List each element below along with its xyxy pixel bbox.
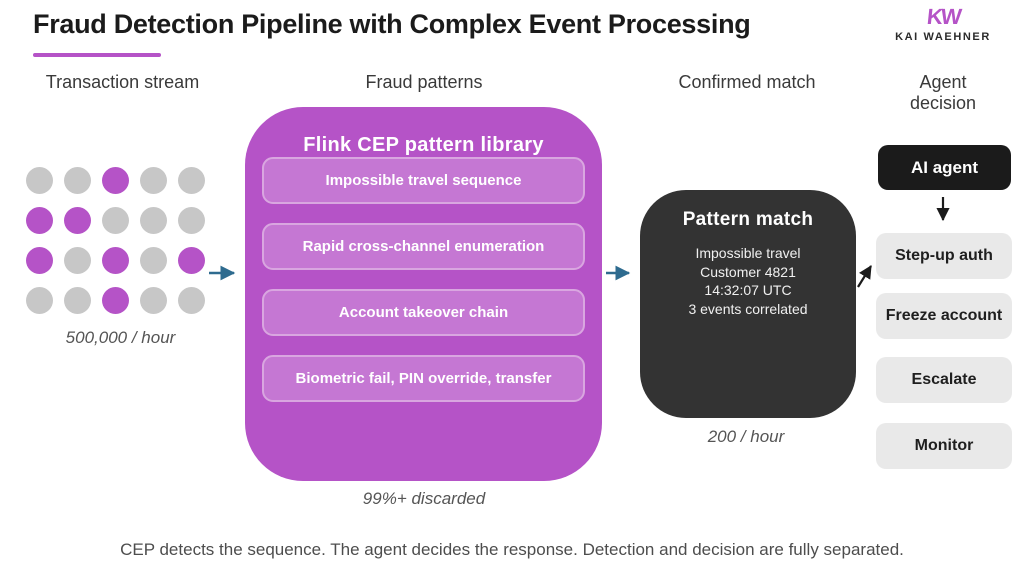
transaction-dot xyxy=(178,167,205,194)
pattern-item-cross-channel: Rapid cross-channel enumeration xyxy=(262,223,585,270)
flagged-transaction-dot xyxy=(102,287,129,314)
column-label-confirmed-match: Confirmed match xyxy=(678,72,816,92)
action-step-up-auth: Step-up auth xyxy=(876,233,1012,279)
flagged-transaction-dot xyxy=(26,247,53,274)
flagged-transaction-dot xyxy=(26,207,53,234)
logo-name: KAI WAEHNER xyxy=(895,31,991,43)
flagged-transaction-dot xyxy=(178,247,205,274)
pattern-match-details: Impossible travel Customer 4821 14:32:07… xyxy=(640,244,856,318)
pattern-library-title: Flink CEP pattern library xyxy=(303,134,544,156)
pattern-match-box: Pattern match Impossible travel Customer… xyxy=(640,190,856,418)
flagged-transaction-dot xyxy=(64,207,91,234)
action-monitor: Monitor xyxy=(876,423,1012,469)
footer-caption: CEP detects the sequence. The agent deci… xyxy=(120,540,904,559)
transaction-dot xyxy=(26,287,53,314)
transaction-dot xyxy=(102,207,129,234)
transaction-dot xyxy=(64,167,91,194)
transaction-dot xyxy=(140,207,167,234)
transaction-dot xyxy=(140,287,167,314)
kw-monogram-icon: KW xyxy=(925,4,961,29)
discard-rate-label: 99%+ discarded xyxy=(362,489,486,508)
pattern-match-title: Pattern match xyxy=(682,209,814,230)
transaction-dot xyxy=(140,247,167,274)
match-rate-label: 200 / hour xyxy=(707,427,785,446)
pattern-item-biometric-fail: Biometric fail, PIN override, transfer xyxy=(262,355,585,402)
match-detail-timestamp: 14:32:07 UTC xyxy=(704,282,792,298)
transaction-dot xyxy=(140,167,167,194)
flagged-transaction-dot xyxy=(102,247,129,274)
transaction-dot xyxy=(178,207,205,234)
transaction-dot xyxy=(178,287,205,314)
flink-cep-pattern-library-box: Flink CEP pattern library Impossible tra… xyxy=(245,107,602,481)
action-escalate: Escalate xyxy=(876,357,1012,403)
pattern-item-impossible-travel: Impossible travel sequence xyxy=(262,157,585,204)
title-underline xyxy=(33,53,161,57)
column-label-fraud-patterns: Fraud patterns xyxy=(365,72,483,92)
column-label-transaction-stream: Transaction stream xyxy=(45,72,200,92)
kai-waehner-logo: KW KAI WAEHNER xyxy=(868,4,1018,43)
transaction-dot xyxy=(64,287,91,314)
pattern-item-account-takeover: Account takeover chain xyxy=(262,289,585,336)
transaction-dot xyxy=(26,167,53,194)
transaction-rate-label: 500,000 / hour xyxy=(65,328,176,347)
transaction-dot-grid xyxy=(26,167,205,314)
action-freeze-account: Freeze account xyxy=(876,293,1012,339)
match-detail-pattern: Impossible travel xyxy=(695,245,801,261)
ai-agent-box: AI agent xyxy=(878,145,1011,190)
match-detail-customer: Customer 4821 xyxy=(700,263,796,280)
transaction-dot xyxy=(64,247,91,274)
flagged-transaction-dot xyxy=(102,167,129,194)
column-label-agent-decision: Agent decision xyxy=(909,72,977,113)
match-detail-events: 3 events correlated xyxy=(688,300,808,317)
page-title: Fraud Detection Pipeline with Complex Ev… xyxy=(33,9,751,39)
arrow-match-to-stepup xyxy=(857,265,872,288)
